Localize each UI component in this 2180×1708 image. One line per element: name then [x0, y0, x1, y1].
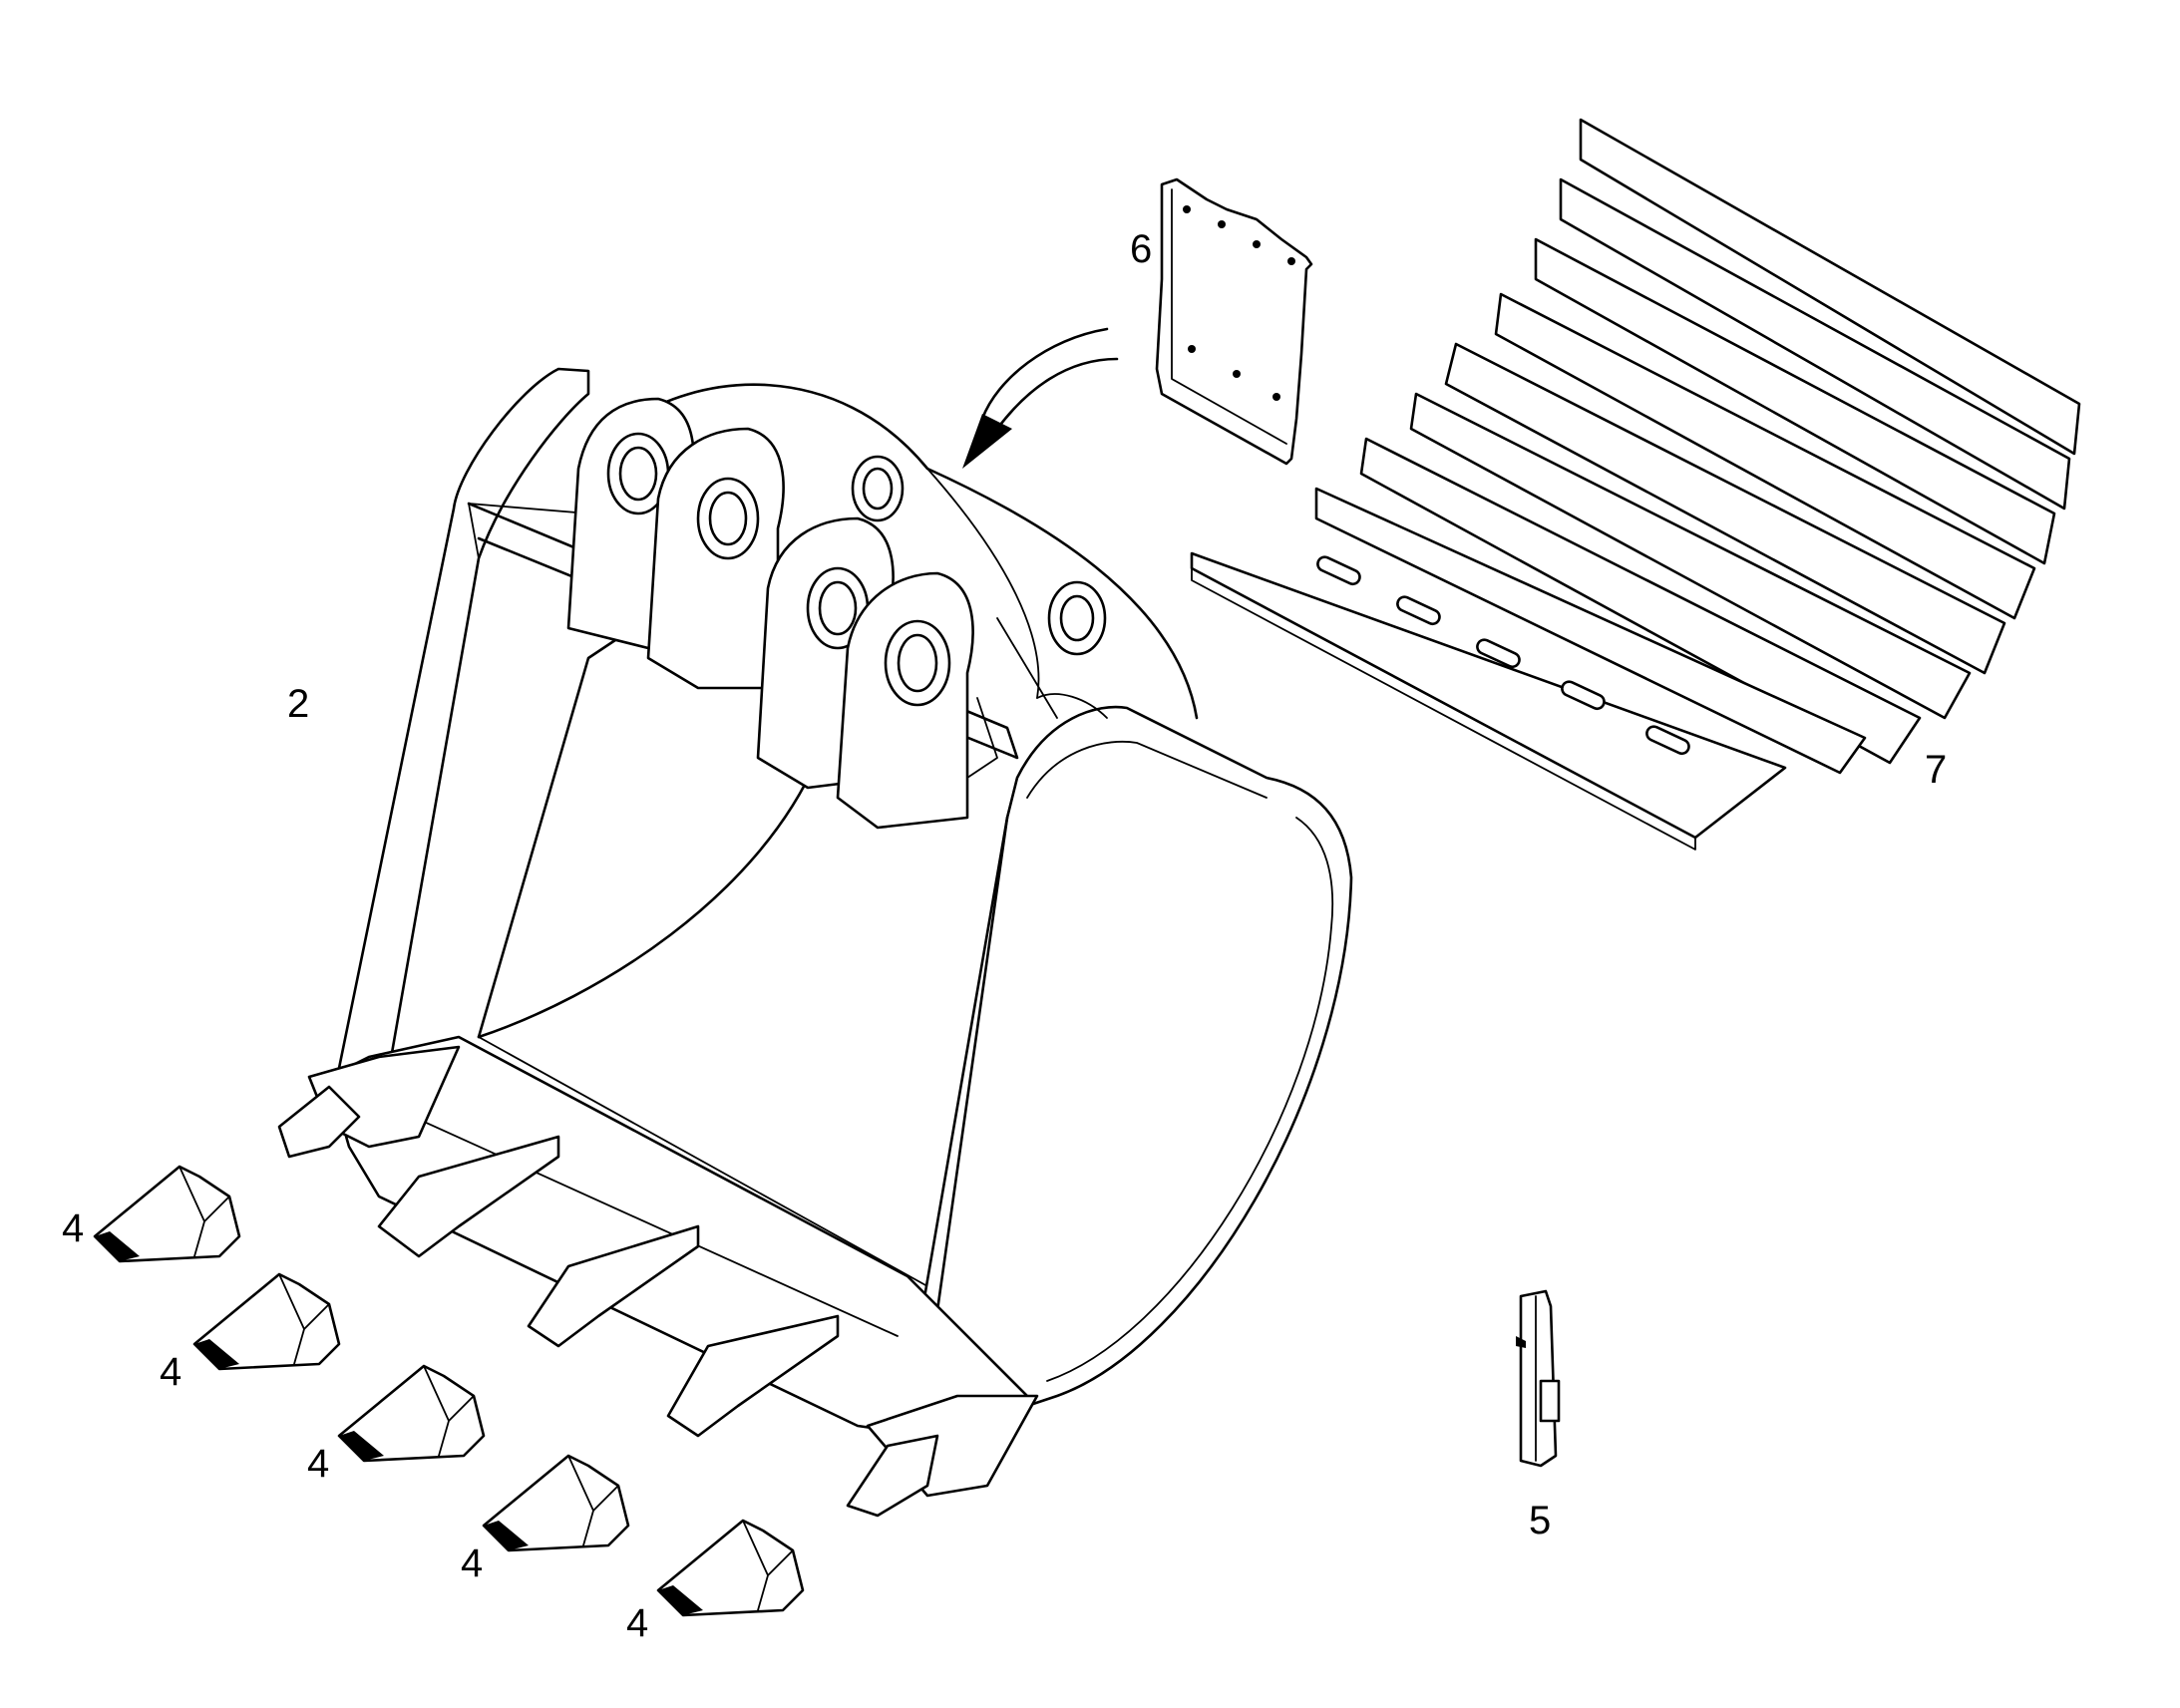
cutting-edges [1190, 118, 2081, 851]
label-tooth-2: 4 [160, 1350, 182, 1394]
label-tooth-4: 4 [461, 1541, 484, 1585]
label-cutting-edges: 7 [1925, 748, 1948, 792]
label-wear-plate: 6 [1130, 227, 1153, 271]
bucket-assembly [277, 367, 1353, 1518]
hinge-lugs [566, 397, 1108, 830]
lock-pin [1516, 1289, 1561, 1468]
wear-plate [1155, 177, 1313, 466]
label-tooth-5: 4 [626, 1601, 649, 1645]
curved-arrow-icon [962, 327, 1119, 469]
tooth-3 [337, 1364, 486, 1463]
tooth-1 [93, 1165, 241, 1263]
label-bucket: 2 [287, 682, 310, 726]
tooth-4 [482, 1454, 630, 1552]
label-lock-pin: 5 [1529, 1499, 1552, 1542]
label-tooth-1: 4 [62, 1206, 85, 1250]
tooth-2 [192, 1272, 341, 1371]
bucket-teeth [93, 1165, 805, 1617]
tooth-5 [656, 1519, 805, 1617]
label-tooth-3: 4 [307, 1442, 330, 1486]
